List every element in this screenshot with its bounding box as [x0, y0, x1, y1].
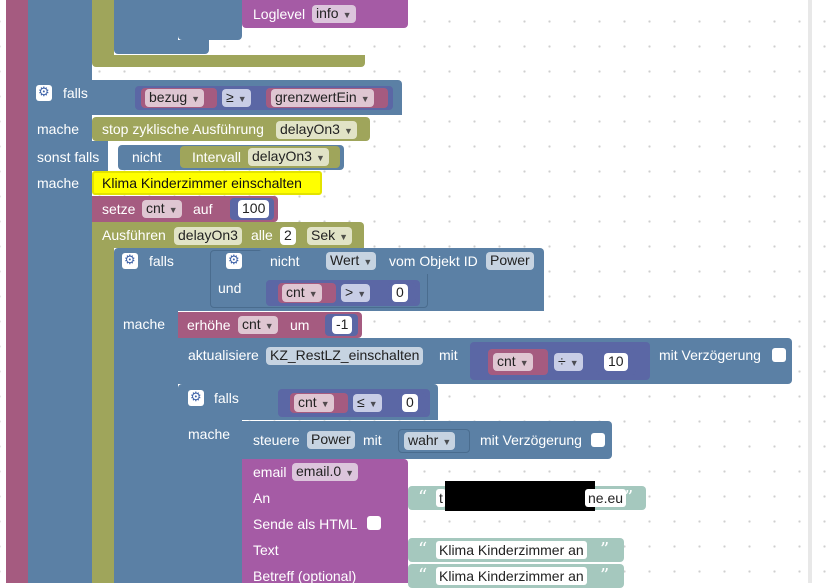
increment-var-dropdown[interactable]: cnt▼ [238, 316, 278, 334]
if3-falls-label: falls [214, 390, 239, 406]
increment-um-label: um [290, 317, 310, 333]
if3-mache-label: mache [188, 426, 231, 442]
if2-und-label: und [218, 280, 242, 296]
email-betreff-value[interactable]: Klima Kinderzimmer an [436, 567, 587, 585]
email-an-label: An [253, 490, 271, 506]
if2-operator-dropdown[interactable]: >▼ [341, 284, 371, 302]
update-var-dropdown[interactable]: cnt▼ [493, 353, 533, 371]
if2-number[interactable]: 0 [392, 284, 408, 302]
stop-cyclic-label: stop zyklische Ausführung [102, 121, 264, 137]
if2-mutator-gear-icon[interactable] [122, 252, 138, 269]
control-mit-label: mit [363, 432, 382, 448]
if3-operator-dropdown[interactable]: ≤▼ [353, 394, 382, 412]
if1-sonst-falls-label: sonst falls [37, 149, 100, 165]
if2-not-label: nicht [270, 253, 300, 269]
email-betreff-open-quote-icon: “ [418, 565, 428, 586]
if1-mutator-gear-icon[interactable] [36, 84, 52, 101]
schedule-unit-dropdown[interactable]: Sek▼ [307, 227, 353, 245]
if2-object-id-field[interactable]: Power [486, 252, 534, 270]
if2-mache-label: mache [123, 316, 166, 332]
update-delay-checkbox[interactable] [772, 348, 786, 362]
update-mit-label: mit [439, 347, 458, 363]
schedule-alle-label: alle [251, 227, 273, 243]
schedule-rail [92, 248, 114, 583]
increment-label: erhöhe [187, 317, 231, 333]
if2-wert-dropdown[interactable]: Wert▼ [326, 252, 377, 270]
outer-event-block-bar [6, 0, 28, 583]
if1-var2-dropdown[interactable]: grenzwertEin▼ [271, 89, 374, 107]
update-operator-dropdown[interactable]: ÷▼ [554, 353, 583, 371]
if2-rail [114, 311, 178, 583]
if1-falls-label: falls [63, 85, 88, 101]
if2-var-dropdown[interactable]: cnt▼ [282, 284, 322, 302]
schedule-label: Ausführen [102, 227, 166, 243]
if2-falls-label: falls [149, 253, 174, 269]
email-html-checkbox[interactable] [367, 516, 381, 530]
top-loop-bottom [92, 55, 365, 67]
email-an-value-start[interactable]: t [436, 489, 446, 507]
email-label: email [253, 464, 287, 480]
email-text-value[interactable]: Klima Kinderzimmer an [436, 541, 587, 559]
set-var-auf-label: auf [193, 201, 213, 217]
update-delay-label: mit Verzögerung [659, 347, 761, 363]
control-delay-checkbox[interactable] [591, 433, 605, 447]
email-betreff-close-quote-icon: ” [600, 565, 610, 586]
if1-mache2-label: mache [37, 175, 80, 191]
control-label: steuere [253, 432, 300, 448]
control-delay-label: mit Verzögerung [480, 432, 582, 448]
set-var-label: setze [102, 201, 136, 217]
set-var-number[interactable]: 100 [238, 200, 270, 218]
intervall-label: Intervall [192, 149, 242, 165]
email-an-close-quote-icon: ” [624, 487, 634, 508]
if3-var-dropdown[interactable]: cnt▼ [294, 394, 334, 412]
email-instance-dropdown[interactable]: email.0▼ [292, 463, 359, 481]
top-loop-bar [92, 0, 114, 58]
email-text-close-quote-icon: ” [600, 539, 610, 560]
if3-number[interactable]: 0 [402, 394, 418, 412]
top-inner-logic-bottom [114, 40, 209, 54]
redaction-bar [445, 481, 595, 511]
comment-text: Klima Kinderzimmer einschalten [102, 175, 302, 191]
if2-and-gear-icon[interactable] [226, 252, 242, 269]
workspace-scrollbar[interactable] [808, 0, 812, 583]
email-betreff-label: Betreff (optional) [253, 568, 357, 584]
top-inner-logic-bar [114, 0, 178, 40]
comment-block[interactable] [92, 171, 322, 195]
schedule-interval-value[interactable]: 2 [280, 227, 296, 245]
email-text-open-quote-icon: “ [418, 539, 428, 560]
stop-cyclic-dropdown[interactable]: delayOn3▼ [276, 121, 357, 139]
sonst-falls-row [28, 141, 108, 171]
control-object-field[interactable]: Power [307, 431, 355, 449]
if1-operator-dropdown[interactable]: ≥▼ [222, 89, 251, 107]
if3-rail [178, 420, 242, 583]
intervall-dropdown[interactable]: delayOn3▼ [248, 148, 329, 166]
not-label: nicht [132, 149, 162, 165]
loglevel-label: Loglevel [253, 6, 306, 22]
update-label: aktualisiere [188, 347, 259, 363]
if3-mutator-gear-icon[interactable] [188, 389, 204, 406]
if1-mache-label: mache [37, 121, 80, 137]
set-var-dropdown[interactable]: cnt▼ [142, 200, 182, 218]
update-target-field[interactable]: KZ_RestLZ_einschalten [266, 347, 424, 365]
top-inner-logic-rail [178, 0, 242, 28]
email-an-value-end[interactable]: ne.eu [585, 489, 627, 507]
email-an-open-quote-icon: “ [418, 487, 428, 508]
top-inner-logic-rail-bottom [178, 28, 242, 40]
control-bool-dropdown[interactable]: wahr▼ [404, 432, 456, 450]
email-text-label: Text [253, 542, 279, 558]
if2-vom-objekt-label: vom Objekt ID [389, 253, 478, 269]
increment-number[interactable]: -1 [332, 316, 353, 334]
schedule-var-dropdown[interactable]: delayOn3 [174, 227, 242, 245]
email-html-label: Sende als HTML [253, 516, 358, 532]
loglevel-dropdown[interactable]: info▼ [312, 5, 356, 23]
update-number[interactable]: 10 [604, 353, 628, 371]
if1-var1-dropdown[interactable]: bezug▼ [145, 89, 205, 107]
